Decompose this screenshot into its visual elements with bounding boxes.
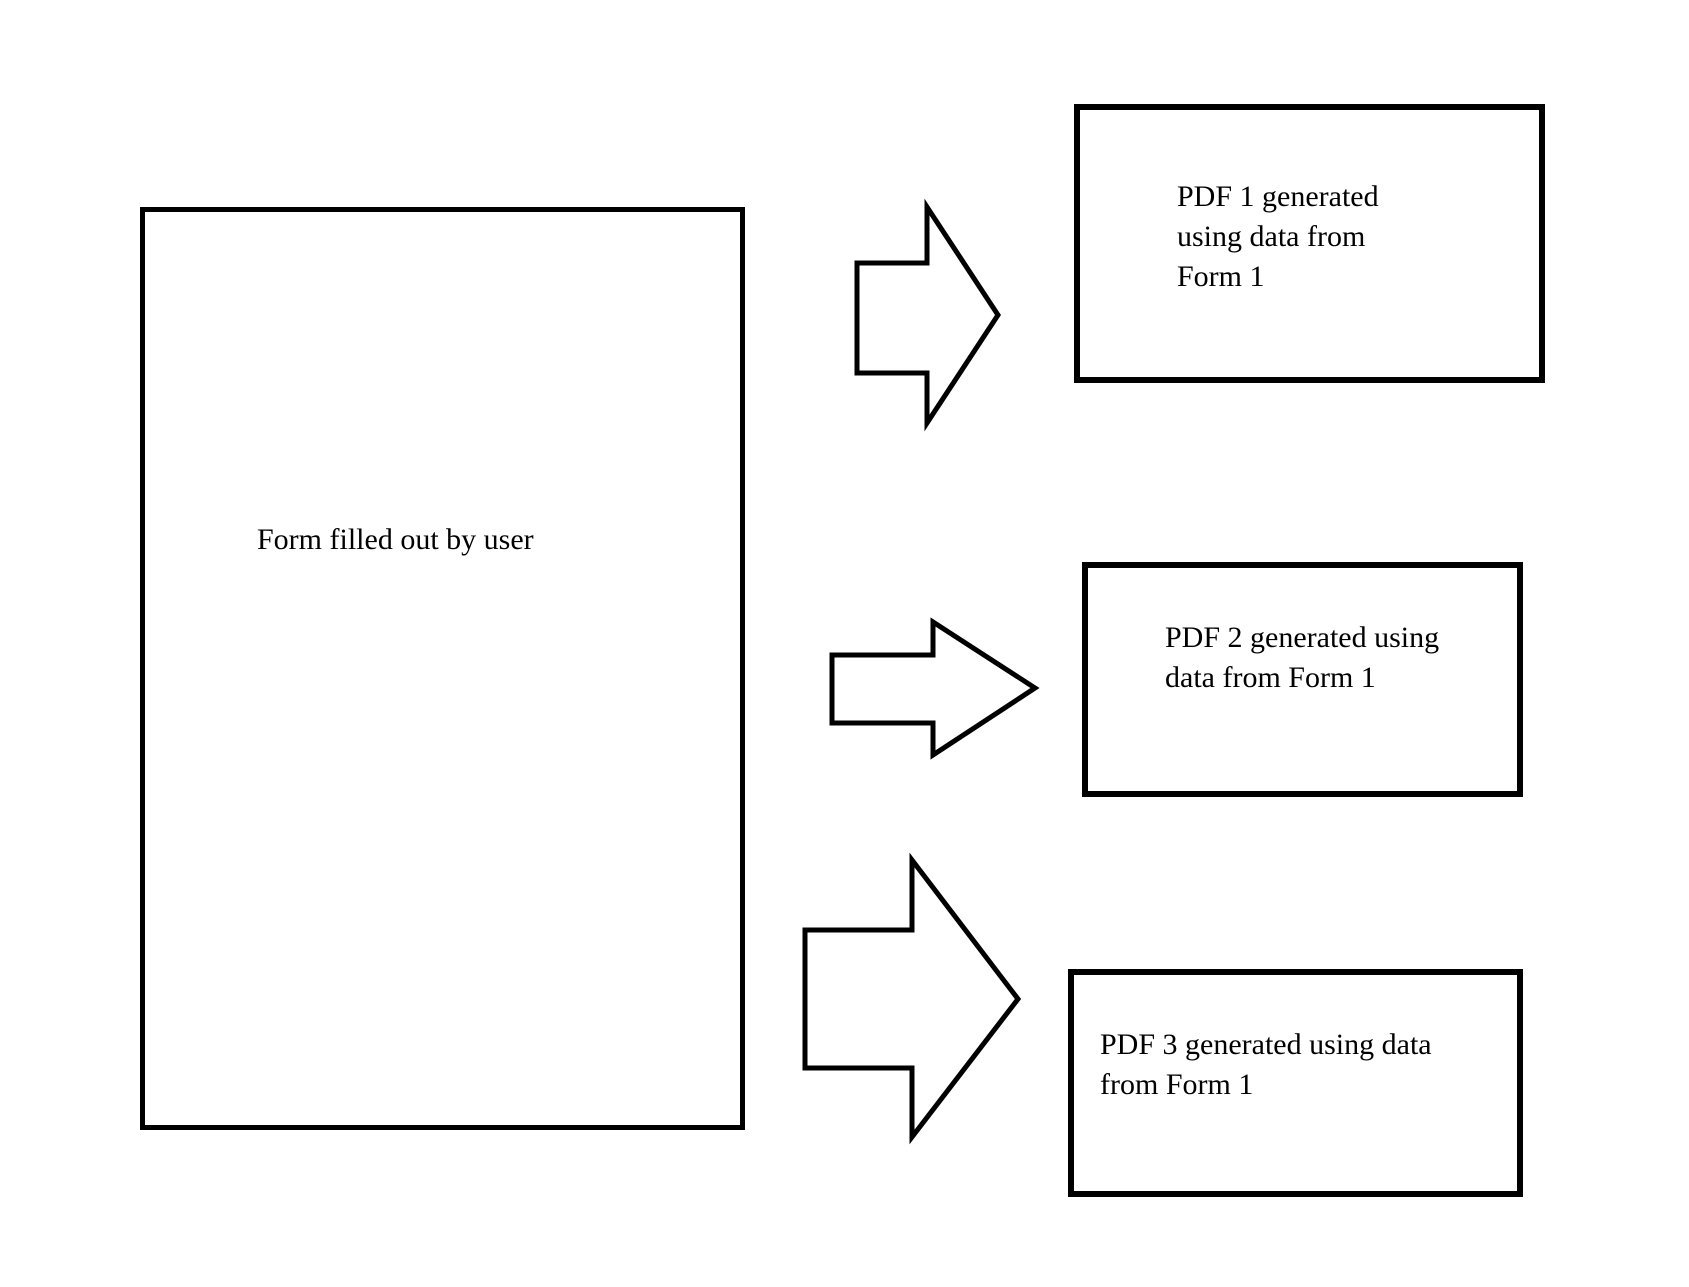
pdf3-box: PDF 3 generated using data from Form 1 xyxy=(1068,969,1523,1197)
pdf3-label-line-1: PDF 3 generated using data xyxy=(1100,1028,1432,1061)
pdf2-box: PDF 2 generated using data from Form 1 xyxy=(1082,562,1523,797)
pdf2-label-line-1: PDF 2 generated using xyxy=(1165,621,1440,654)
pdf1-label-line-1: PDF 1 generated xyxy=(1177,180,1379,213)
pdf2-label-line-2: data from Form 1 xyxy=(1165,661,1376,694)
right-block-arrow-icon-3 xyxy=(802,852,1022,1145)
form-box-label: Form filled out by user xyxy=(257,523,534,556)
pdf3-label-line-2: from Form 1 xyxy=(1100,1068,1254,1101)
right-block-arrow-icon-1 xyxy=(854,198,1001,432)
form-box: Form filled out by user xyxy=(140,207,745,1130)
right-block-arrow-icon-2 xyxy=(829,617,1040,760)
pdf1-box-label: PDF 1 generated using data from Form 1 xyxy=(1177,177,1379,297)
pdf1-label-line-3: Form 1 xyxy=(1177,260,1265,293)
pdf3-box-label: PDF 3 generated using data from Form 1 xyxy=(1100,1025,1432,1105)
pdf1-box: PDF 1 generated using data from Form 1 xyxy=(1074,104,1545,383)
pdf1-label-line-2: using data from xyxy=(1177,220,1366,253)
pdf2-box-label: PDF 2 generated using data from Form 1 xyxy=(1165,618,1439,698)
